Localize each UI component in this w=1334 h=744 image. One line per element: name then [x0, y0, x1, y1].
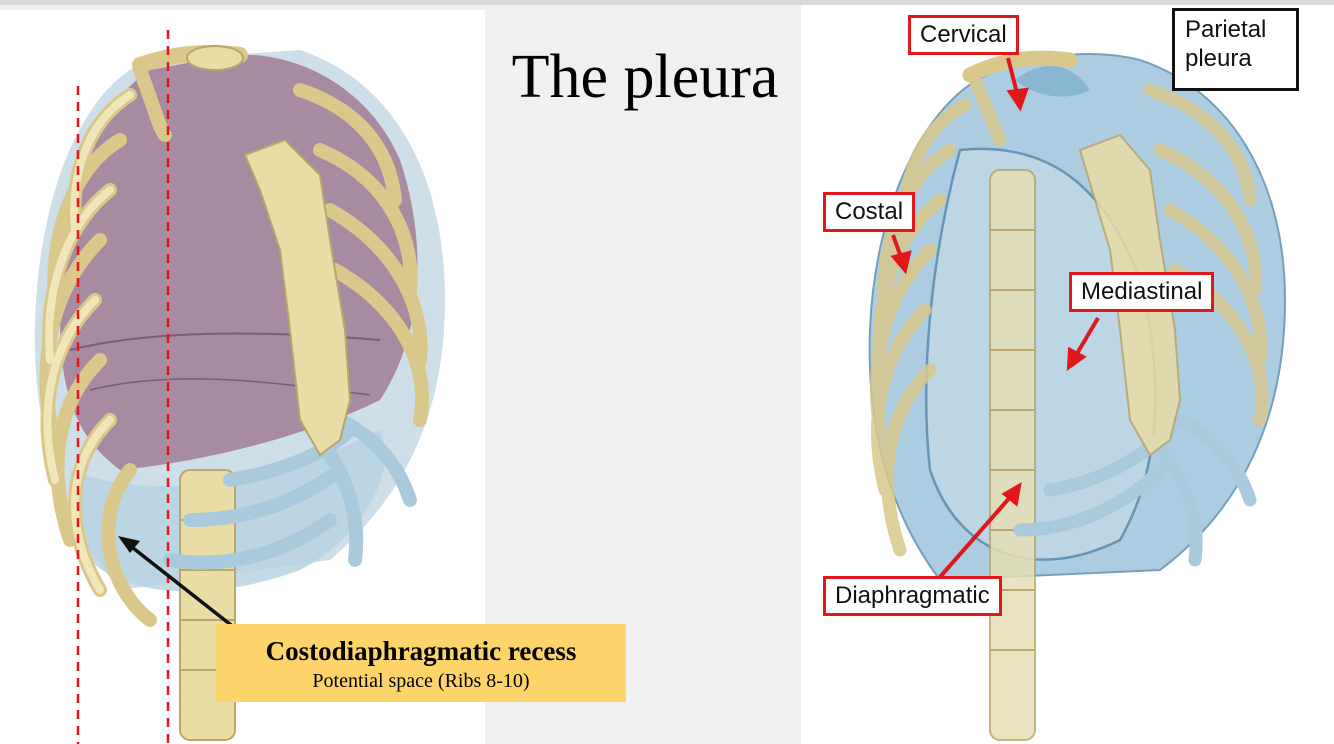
- diaphragmatic-label: Diaphragmatic: [823, 576, 1002, 616]
- page-title: The pleura: [511, 43, 779, 111]
- costal-label: Costal: [823, 192, 916, 232]
- recess-pointer-arrow: [126, 542, 247, 638]
- parietal-pleura-header: Parietal pleura: [1172, 8, 1299, 91]
- left-sternum: [243, 138, 352, 457]
- callout-title: Costodiaphragmatic recess: [265, 636, 577, 666]
- right-vertebral-column: [989, 169, 1036, 741]
- costodiaphragmatic-recess-callout: Costodiaphragmatic recess Potential spac…: [216, 624, 626, 702]
- top-border: [0, 0, 1334, 5]
- right-clavicle: [962, 50, 1078, 83]
- left-costal-cartilages: [163, 413, 417, 570]
- callout-subtitle: Potential space (Ribs 8-10): [312, 670, 530, 692]
- label-arrows: [890, 57, 1100, 579]
- parietal-pleura-text: Parietal pleura: [1185, 16, 1267, 72]
- mediastinal-label: Mediastinal: [1069, 272, 1215, 312]
- cervical-label: Cervical: [908, 15, 1019, 55]
- right-ribs: [870, 73, 1007, 557]
